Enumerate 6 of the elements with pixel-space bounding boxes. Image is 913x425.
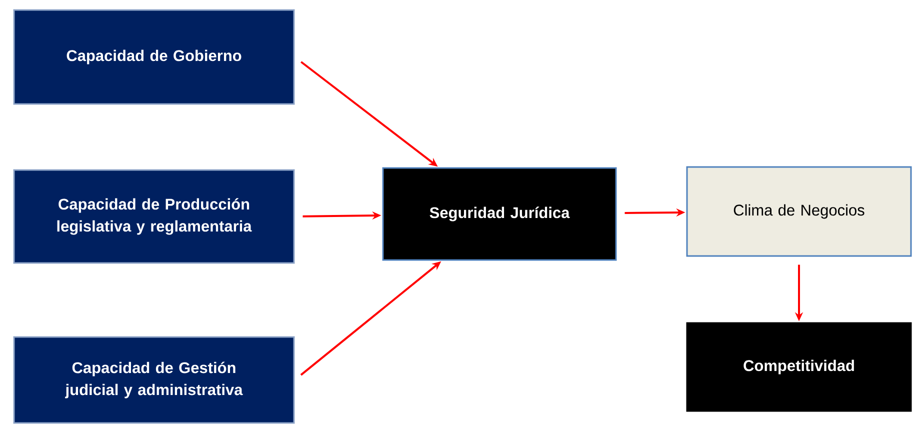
process-box: Clima de Negocios [686,166,912,257]
source-box: Capacidad de Gobierno [13,9,295,105]
source-box: Capacidad de Producción legislativa y reglamentaria [13,169,295,264]
source-box: Capacidad de Gestión judicial y administrativa [13,336,295,424]
central-box: Seguridad Jurídica [382,167,617,261]
result-box: Competitividad [686,322,912,412]
